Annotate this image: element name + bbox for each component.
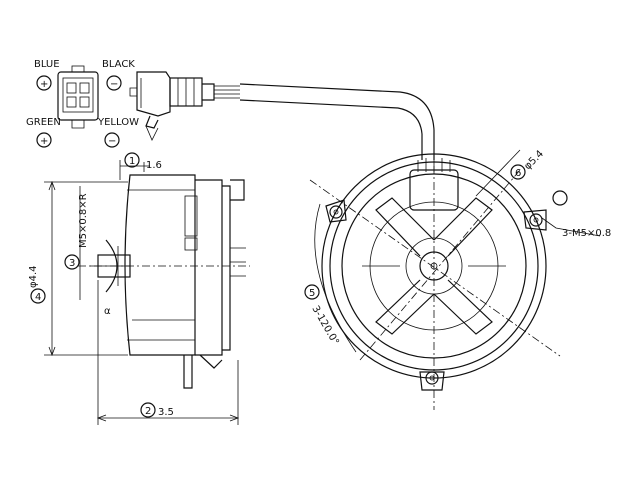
connector-diagram: BLUE BLACK GREEN YELLOW + − + − <box>26 59 139 148</box>
label-yellow: YELLOW <box>97 117 139 128</box>
svg-text:5: 5 <box>309 288 315 299</box>
callout-6 <box>510 164 526 180</box>
dim-6: φ5.4 <box>522 148 546 172</box>
plus-icon-green <box>36 132 52 148</box>
dim-2: 3.5 <box>158 407 174 418</box>
connector-face <box>57 71 99 121</box>
label-blue: BLUE <box>34 59 60 70</box>
label-green: GREEN <box>26 117 61 128</box>
plus-icon-blue <box>36 75 52 91</box>
callout-2 <box>140 402 156 418</box>
dim-holes: 3-M5×0.8 <box>562 228 611 239</box>
minus-icon-black <box>106 75 122 91</box>
svg-text:1: 1 <box>129 156 135 167</box>
motor-front-view <box>309 150 561 410</box>
svg-text:+: + <box>40 136 48 147</box>
dim-5: 3-120.0° <box>309 304 340 347</box>
svg-text:−: − <box>110 79 118 90</box>
label-black: BLACK <box>102 59 135 70</box>
motor-side-view: α <box>78 174 250 389</box>
callout-holes <box>552 190 568 206</box>
callout-5 <box>304 284 320 300</box>
svg-text:6: 6 <box>515 168 521 179</box>
svg-text:+: + <box>40 79 48 90</box>
small-mark: α <box>104 306 111 317</box>
svg-text:2: 2 <box>145 406 151 417</box>
dim-1: 1.6 <box>146 160 162 171</box>
side-dimensions: 1 1.6 4 φ4.4 3 M5×0.8×R 2 3.5 <box>28 152 240 425</box>
svg-text:−: − <box>108 136 116 147</box>
wire-harness <box>129 71 435 160</box>
callout-1 <box>124 152 140 168</box>
callout-4 <box>30 288 46 304</box>
dim-3: M5×0.8×R <box>78 193 89 248</box>
svg-text:3: 3 <box>69 258 75 269</box>
callout-3 <box>64 254 80 270</box>
dim-4: φ4.4 <box>28 266 39 289</box>
minus-icon-yellow <box>104 132 120 148</box>
svg-text:4: 4 <box>35 292 41 303</box>
